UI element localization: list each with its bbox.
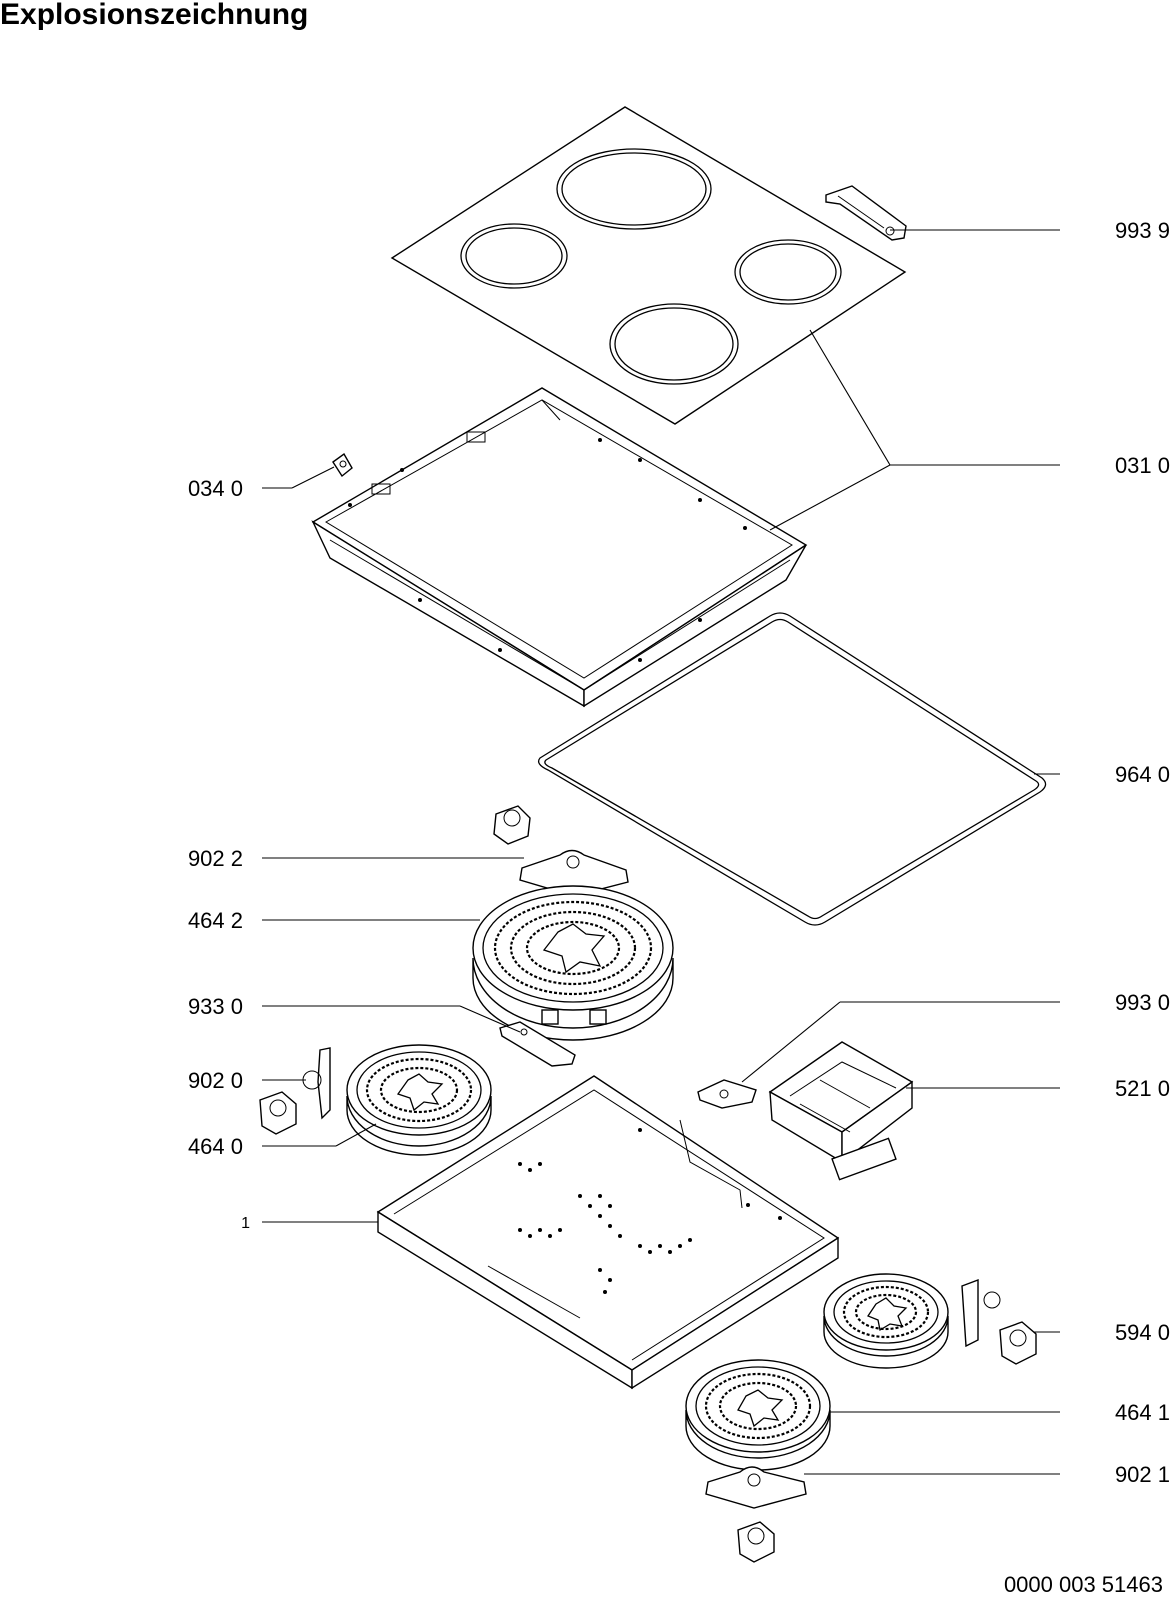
bracket-9022: [493, 805, 629, 897]
part-label-1: 1: [241, 1215, 250, 1232]
bracket-9021: [705, 1466, 807, 1563]
heating-element-4640: [346, 1044, 492, 1156]
part-label-0340: 034 0: [188, 476, 243, 501]
part-label-5940: 594 0: [1115, 1320, 1170, 1345]
bracket-5940: [961, 1278, 1037, 1365]
heating-element-4642: [472, 885, 674, 1041]
document-number: 0000 003 51463: [1003, 1572, 1163, 1597]
part-labels: 993 9 031 0 034 0 964 0 902 2 464 2 933 …: [188, 218, 1170, 1487]
hob-frame: [311, 387, 808, 708]
part-label-9021: 902 1: [1115, 1462, 1170, 1487]
leader-lines: [262, 229, 1060, 1475]
part-label-9330: 933 0: [188, 994, 243, 1019]
part-label-9020: 902 0: [188, 1068, 243, 1093]
part-label-9022: 902 2: [188, 846, 243, 871]
part-label-4641: 464 1: [1115, 1400, 1170, 1425]
clip-9939: [825, 185, 907, 241]
control-unit-5210: [768, 1041, 914, 1181]
glass-ceramic-top: [390, 106, 907, 425]
part-label-5210: 521 0: [1115, 1076, 1170, 1101]
part-label-4642: 464 2: [188, 908, 243, 933]
seal-gasket: [537, 612, 1047, 926]
part-label-9640: 964 0: [1115, 762, 1170, 787]
part-label-9939: 993 9: [1115, 218, 1170, 243]
bracket-9020: [259, 1047, 331, 1135]
part-label-9930: 993 0: [1115, 990, 1170, 1015]
page-title: Explosionszeichnung: [0, 0, 309, 31]
heating-element-4641: [685, 1359, 831, 1471]
clip-0340: [332, 452, 353, 478]
heating-element-small-right: [823, 1273, 949, 1369]
bottom-tray: [376, 1075, 840, 1390]
clip-9930: [697, 1079, 757, 1109]
part-label-0310: 031 0: [1115, 453, 1170, 478]
clip-9330: [499, 1021, 576, 1067]
part-label-4640: 464 0: [188, 1134, 243, 1159]
